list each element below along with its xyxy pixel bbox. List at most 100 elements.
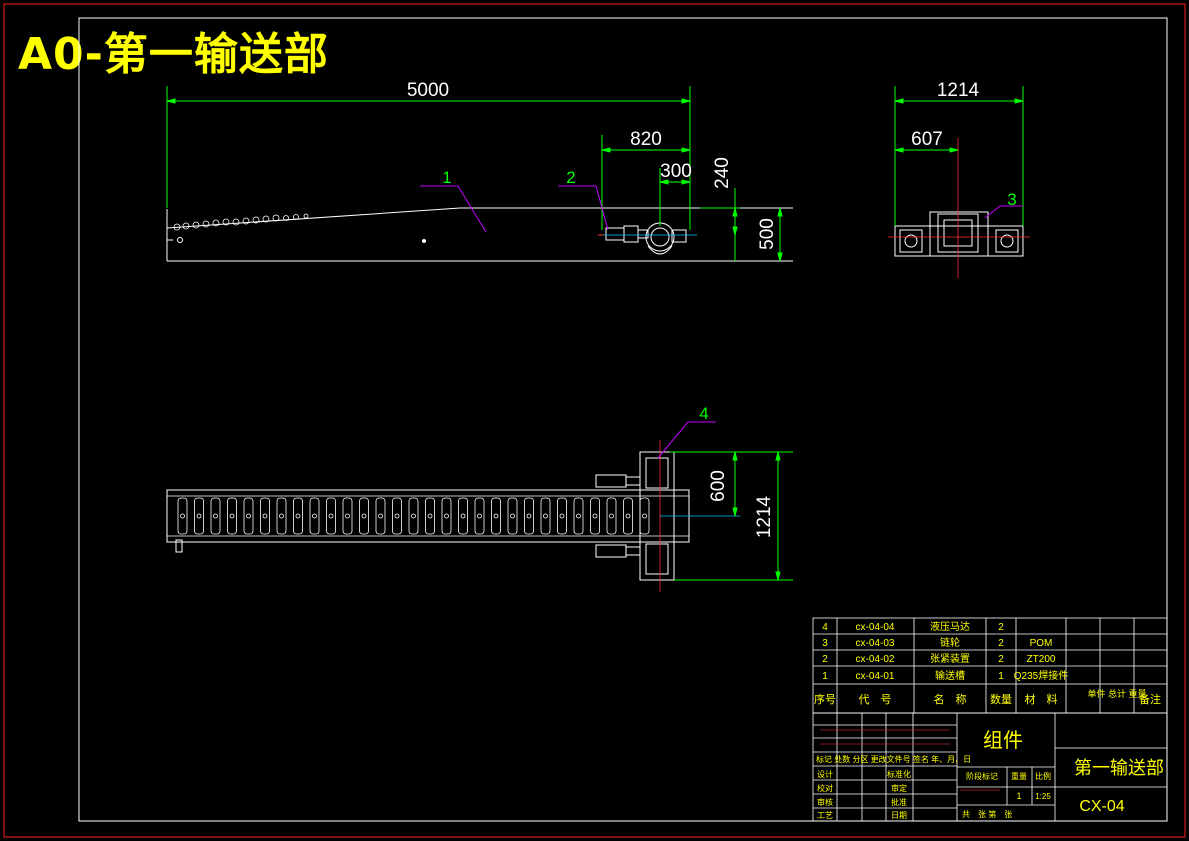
chain-link [342, 497, 353, 535]
parts-cell-code: cx-04-04 [856, 622, 895, 633]
chain-pin [444, 513, 449, 519]
revision-labels: 标记 处数 分区 更改文件号 签名 年、月、日 [816, 754, 971, 764]
chain-link [639, 497, 650, 535]
parts-cell-material: Q235焊接件 [1014, 669, 1068, 682]
parts-cell-code: cx-04-03 [856, 638, 895, 649]
parts-cell-name: 链轮 [940, 636, 960, 649]
hdr-weight: 单件 总计 重量 [1087, 688, 1146, 699]
chain-link [293, 497, 303, 535]
chain-pin [312, 513, 317, 519]
dim-240: 240 [712, 157, 733, 189]
end-view: 1214 607 3 [888, 80, 1030, 278]
parts-cell-no: 3 [822, 638, 828, 649]
title-block-grid [812, 712, 1168, 822]
mid-roles: 标准化 审定 批准 日期 [887, 769, 911, 820]
chain-pin [526, 513, 532, 519]
chain-pin [625, 513, 631, 519]
chain-link [408, 497, 419, 535]
chain-pin [543, 513, 548, 519]
chain-link [260, 497, 270, 535]
weight-label: 重量 [1011, 771, 1027, 781]
callout-2: 2 [566, 168, 575, 187]
chain-link [227, 497, 237, 535]
chain-link [590, 497, 600, 535]
chain-pin [411, 513, 416, 519]
chain-link [210, 497, 221, 535]
assembly-label: 组件 [983, 729, 1023, 752]
hdr-material: 材 料 [1025, 692, 1058, 706]
parts-cell-name: 张紧装置 [930, 652, 970, 665]
inner-frame [78, 17, 1168, 822]
role-authorize: 批准 [891, 797, 907, 807]
role-date: 日期 [891, 811, 907, 820]
chain-link [177, 497, 188, 535]
chain-link [375, 497, 386, 535]
parts-cell-name: 输送槽 [935, 669, 965, 682]
chain-pin [493, 513, 499, 519]
role-approve: 审定 [891, 783, 907, 793]
chain-link [540, 497, 551, 535]
chain-pin [510, 513, 515, 519]
role-review: 审核 [817, 797, 833, 807]
dim-300: 300 [660, 161, 692, 182]
chain-pin [361, 513, 367, 519]
dim-820: 820 [630, 129, 662, 150]
chain-link [359, 497, 369, 535]
parts-cell-material: POM [1030, 638, 1053, 649]
chain-link [507, 497, 518, 535]
chain-link [491, 497, 501, 535]
chain-pin [609, 513, 614, 519]
chain-link [309, 497, 320, 535]
chain-pin [279, 513, 284, 519]
parts-cell-no: 2 [822, 654, 828, 665]
chain-pin [477, 513, 482, 519]
parts-list [812, 617, 1168, 714]
dim-1214-plan: 1214 [754, 495, 775, 538]
chain-link [606, 497, 617, 535]
parts-cell-qty: 2 [998, 638, 1004, 649]
chain-link [194, 497, 204, 535]
dim-1214-end: 1214 [937, 80, 980, 101]
hdr-name: 名 称 [934, 692, 967, 706]
chain-pin [196, 513, 202, 519]
chain-link [326, 497, 336, 535]
parts-header: 序号 代 号 名 称 数量 材 料 单件 总计 重量 备注 [814, 688, 1161, 706]
parts-cell-no: 4 [822, 622, 828, 633]
drawing-number: CX-04 [1079, 798, 1124, 815]
chain-link [392, 497, 402, 535]
outer-frame [3, 3, 1186, 838]
chain-pin [394, 513, 400, 519]
chain-pin [576, 513, 581, 519]
chain-pin [345, 513, 350, 519]
stage-label: 阶段标记 [966, 771, 998, 781]
page-title: A0-第一输送部 [18, 29, 329, 80]
chain-pin [559, 513, 565, 519]
chain-pin [213, 513, 218, 519]
chain-link [474, 497, 485, 535]
title-block-redmarks [820, 729, 1000, 791]
chain-pin [427, 513, 433, 519]
hdr-code: 代 号 [859, 693, 892, 706]
chain-pin [328, 513, 334, 519]
chain-pin [246, 513, 251, 519]
chain-link [524, 497, 534, 535]
parts-cell-no: 1 [822, 671, 828, 682]
dim-607: 607 [911, 129, 943, 150]
chain-pin [642, 513, 647, 519]
plan-view: 600 1214 4 [166, 404, 793, 592]
dim-500: 500 [757, 218, 778, 250]
chain-link [458, 497, 468, 535]
role-process: 工艺 [817, 811, 833, 820]
parts-cell-material: ZT200 [1027, 654, 1056, 665]
chain-link [573, 497, 584, 535]
role-design: 设计 [817, 769, 833, 779]
chain-pin [378, 513, 383, 519]
scale-value: 1:25 [1035, 792, 1051, 801]
parts-cell-name: 液压马达 [930, 620, 970, 633]
left-roles: 设计 校对 审核 工艺 [817, 769, 833, 820]
chain-pin [262, 513, 268, 519]
parts-cell-code: cx-04-01 [856, 671, 895, 682]
parts-cell-qty: 1 [998, 671, 1004, 682]
sheet-value: 1 [1016, 791, 1021, 801]
